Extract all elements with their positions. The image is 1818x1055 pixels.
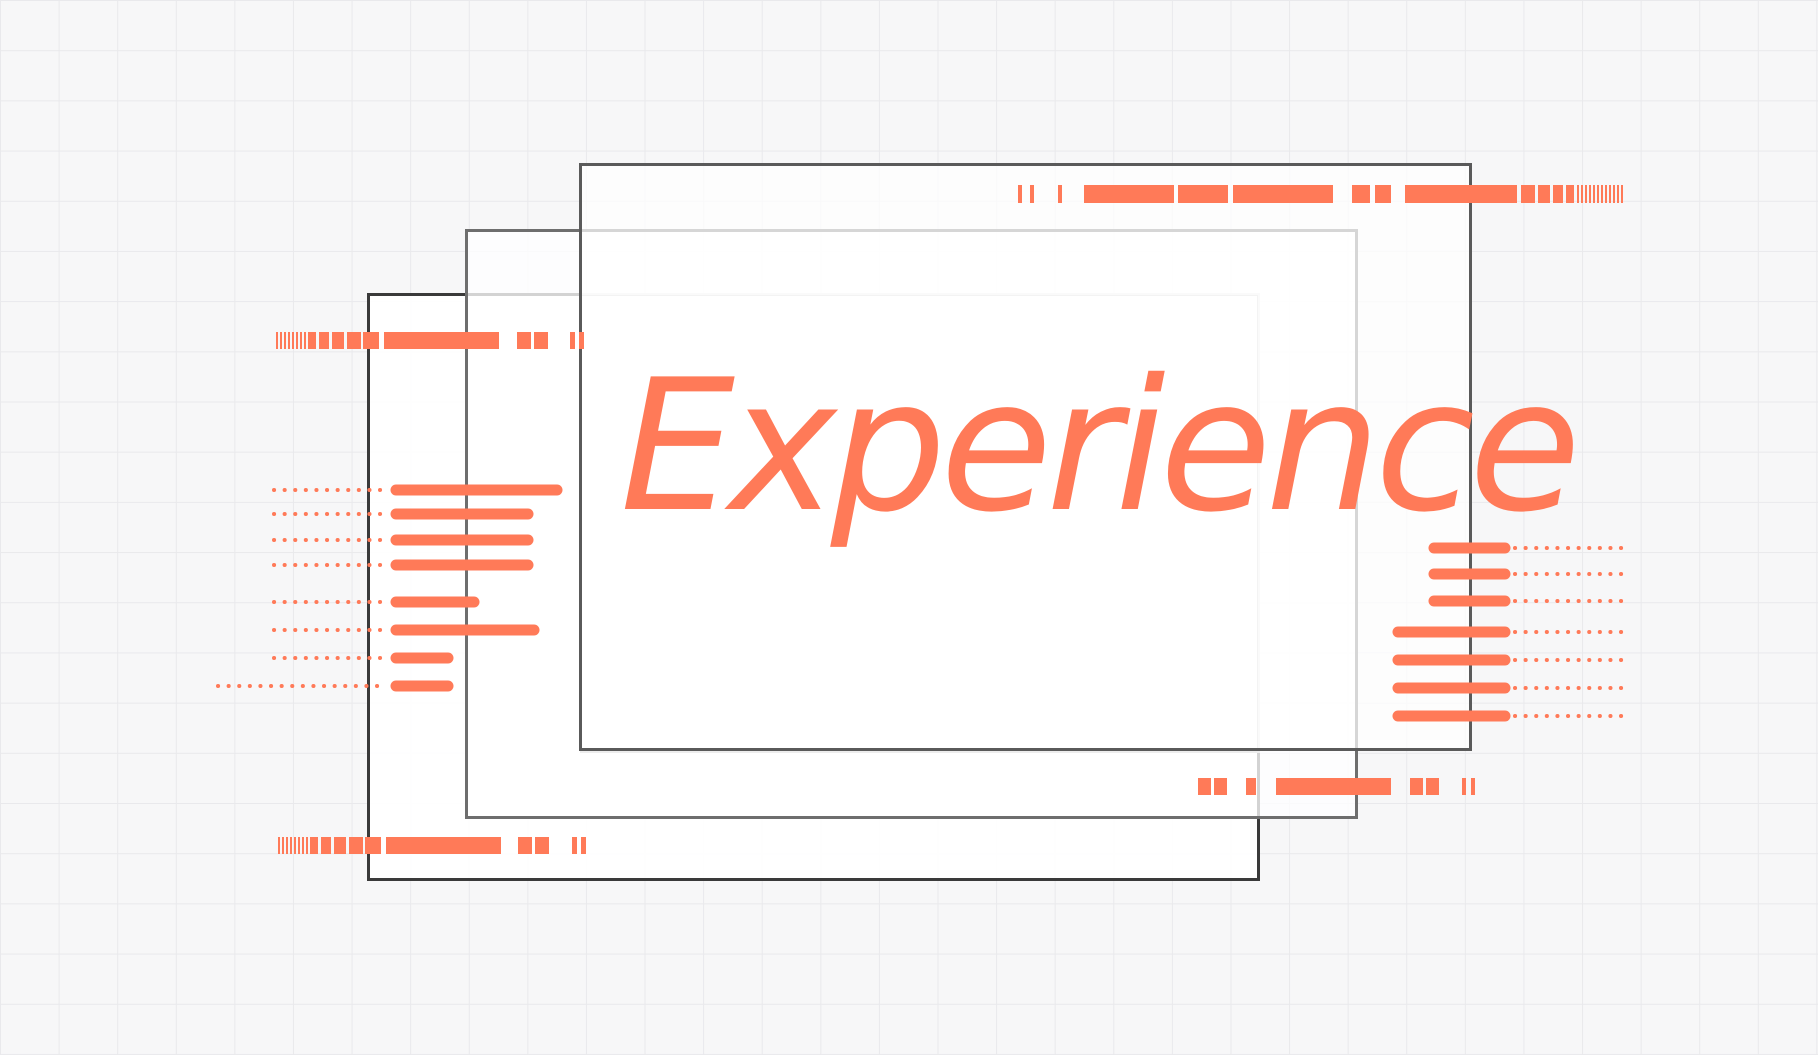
dash-segment: [310, 837, 318, 854]
dash-segment: [1621, 185, 1623, 203]
dash-segment: [1471, 778, 1475, 795]
dash-segment: [1538, 185, 1550, 203]
dash-segment: [282, 837, 284, 854]
dash-segment: [276, 332, 278, 349]
dash-segment: [308, 332, 316, 349]
dash-segment: [1521, 185, 1535, 203]
dash-segment: [1462, 778, 1466, 795]
dash-segment: [1577, 185, 1579, 203]
dash-segment: [334, 837, 346, 854]
dash-segment: [288, 332, 290, 349]
dash-segment: [1410, 778, 1423, 795]
dash-segment: [1609, 185, 1611, 203]
dash-segment: [1605, 185, 1607, 203]
dash-segment: [1585, 185, 1587, 203]
dash-segment: [1613, 185, 1615, 203]
frame-front: [579, 163, 1472, 751]
dash-segment: [304, 332, 306, 349]
dash-segment: [296, 332, 298, 349]
dash-segment: [286, 837, 288, 854]
headline-text: Experience: [620, 340, 1581, 552]
dash-segment: [306, 837, 308, 854]
dash-segment: [332, 332, 344, 349]
dash-segment: [1593, 185, 1595, 203]
dash-segment: [1617, 185, 1619, 203]
dash-segment: [292, 332, 294, 349]
dash-segment: [280, 332, 282, 349]
dash-segment: [300, 332, 302, 349]
dash-segment: [294, 837, 296, 854]
dash-segment: [284, 332, 286, 349]
dash-segment: [302, 837, 304, 854]
dash-segment: [1581, 185, 1583, 203]
dash-segment: [1589, 185, 1591, 203]
dash-segment: [298, 837, 300, 854]
dash-segment: [321, 837, 331, 854]
dash-segment: [1601, 185, 1603, 203]
dash-segment: [278, 837, 280, 854]
dash-segment: [347, 332, 361, 349]
dash-segment: [349, 837, 363, 854]
dash-segment: [1553, 185, 1563, 203]
dash-segment: [319, 332, 329, 349]
dash-segment: [290, 837, 292, 854]
dash-segment: [1426, 778, 1439, 795]
dash-segment: [1566, 185, 1574, 203]
dash-segment: [1597, 185, 1599, 203]
